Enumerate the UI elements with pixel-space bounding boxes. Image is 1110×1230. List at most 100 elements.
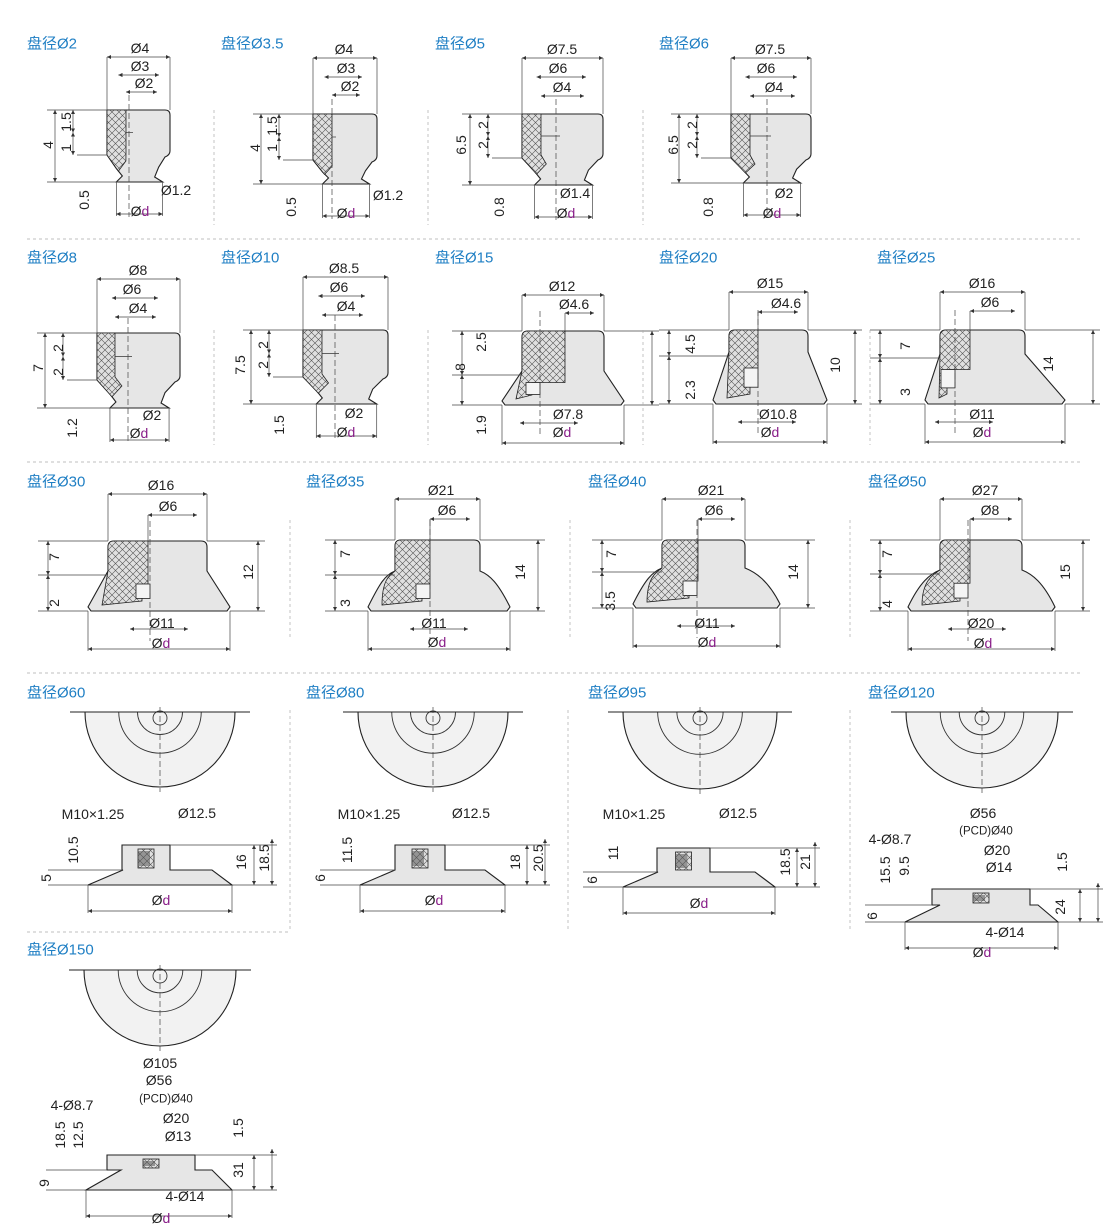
dimension-label: 1 xyxy=(264,144,280,152)
dimension-label: Ø56 xyxy=(969,805,997,821)
dimension-label: 6 xyxy=(864,912,880,920)
top-view-outline xyxy=(622,711,778,790)
cup-diameter-title: 盘径Ø20 xyxy=(659,249,718,267)
dimension-label: 15.5 xyxy=(877,856,893,884)
cup-diameter-title: 盘径Ø25 xyxy=(877,249,936,267)
dimension-label: 4 xyxy=(247,144,263,152)
cup-diameter-title: 盘径Ø40 xyxy=(588,473,647,491)
dimension-label: Ø2 xyxy=(774,185,794,201)
metal-insert xyxy=(412,851,424,866)
rubber-section-hatch xyxy=(521,113,547,175)
dimension-label: Ø12.5 xyxy=(177,805,217,821)
outer-diameter-label: Ød xyxy=(129,425,149,441)
dimension-label: 7 xyxy=(46,553,62,561)
rubber-section-hatch xyxy=(312,113,333,176)
dimension-label: Ø8 xyxy=(128,262,148,278)
dimension-label: 9 xyxy=(36,1179,52,1187)
dimension-label: Ø6 xyxy=(158,498,178,514)
metal-insert xyxy=(675,854,688,868)
dimension-label: Ø3 xyxy=(336,60,356,76)
cup-diameter-title: 盘径Ø50 xyxy=(868,473,927,491)
dimension-label: Ø4.6 xyxy=(558,296,590,312)
dimension-label: Ø20 xyxy=(967,615,995,631)
dimension-label: 31 xyxy=(230,1162,246,1178)
dimension-label: 2 xyxy=(684,141,700,149)
dimension-label: Ø15 xyxy=(756,275,784,291)
dimension-label: 9.5 xyxy=(896,856,912,876)
dimension-label: 2 xyxy=(50,368,66,376)
cup-diameter-title: 盘径Ø60 xyxy=(27,684,86,702)
suction-cup-side-view xyxy=(87,844,234,886)
dimension-label: M10×1.25 xyxy=(337,806,401,822)
dimension-label: Ø14 xyxy=(985,859,1013,875)
dimension-label: 4-Ø14 xyxy=(985,924,1025,940)
dimension-label: Ø6 xyxy=(704,502,724,518)
air-passage xyxy=(953,582,969,599)
dimension-label: 18.5 xyxy=(777,848,793,876)
air-passage xyxy=(743,367,759,388)
dimension-label: Ø4 xyxy=(764,79,784,95)
air-passage xyxy=(940,369,956,389)
dimension-label: Ø2 xyxy=(134,75,154,91)
dimension-label: Ø105 xyxy=(142,1055,178,1071)
dimension-label: 15 xyxy=(1057,564,1073,580)
dimension-label: 14 xyxy=(785,564,801,580)
suction-cup-side-view xyxy=(359,844,507,886)
air-passage xyxy=(135,583,151,599)
outer-diameter-label: Ød xyxy=(556,205,576,221)
outer-diameter-label: Ød xyxy=(552,424,572,440)
dimension-label: Ø13 xyxy=(164,1128,192,1144)
cup-diameter-title: 盘径Ø120 xyxy=(868,684,935,702)
dimension-label: Ø8 xyxy=(980,502,1000,518)
dimension-label: 18 xyxy=(507,854,523,870)
outer-diameter-label: Ød xyxy=(151,1210,171,1226)
dimension-label: Ø7.8 xyxy=(552,406,584,422)
dimension-label: 5 xyxy=(38,874,54,882)
cup-diameter-title: 盘径Ø6 xyxy=(659,35,710,53)
dimension-label: 1.5 xyxy=(230,1118,246,1138)
dimension-label: Ø1.2 xyxy=(160,182,192,198)
outer-diameter-label: Ød xyxy=(427,634,447,650)
dimension-label: 2 xyxy=(46,599,62,607)
dimension-label: 6 xyxy=(584,876,600,884)
dimension-label: 18.5 xyxy=(256,844,272,872)
dimension-label: Ø56 xyxy=(145,1072,173,1088)
cup-diameter-title: 盘径Ø150 xyxy=(27,941,94,959)
outer-diameter-label: Ød xyxy=(130,203,150,219)
dimension-label: 21 xyxy=(797,854,813,870)
top-view-outline xyxy=(84,711,236,788)
dimension-label: Ø1.2 xyxy=(372,187,404,203)
dimension-label: 4 xyxy=(40,141,56,149)
dimension-label: 1.5 xyxy=(58,112,74,132)
dimension-label: 2 xyxy=(255,341,271,349)
dimension-label: 7 xyxy=(897,342,913,350)
cup-diameter-title: 盘径Ø95 xyxy=(588,684,647,702)
dimension-label: Ø16 xyxy=(968,275,996,291)
dimension-label: 7 xyxy=(337,550,353,558)
dimension-label: 16 xyxy=(233,854,249,870)
dimension-label: Ø2 xyxy=(142,407,162,423)
rubber-section-hatch xyxy=(96,332,123,398)
air-passage xyxy=(682,580,698,596)
dimension-label: (PCD)Ø40 xyxy=(139,1093,193,1106)
cup-diameter-title: 盘径Ø2 xyxy=(27,35,78,53)
dimension-label: 4-Ø8.7 xyxy=(50,1097,94,1113)
dimension-label: 1.5 xyxy=(271,415,287,435)
dimension-label: 2 xyxy=(255,361,271,369)
dimension-label: 10 xyxy=(827,357,843,373)
dimension-label: Ø2 xyxy=(340,78,360,94)
dimension-label: 3 xyxy=(337,599,353,607)
dimension-label: 7 xyxy=(603,550,619,558)
dimension-label: Ø27 xyxy=(971,482,999,498)
dimension-label: M10×1.25 xyxy=(61,806,125,822)
dimension-label: Ø7.5 xyxy=(754,41,786,57)
dimension-label: 4 xyxy=(879,600,895,608)
dimension-label: 2 xyxy=(475,121,491,129)
dimension-label: Ø6 xyxy=(980,294,1000,310)
outer-diameter-label: Ød xyxy=(760,424,780,440)
dimension-label: Ø11 xyxy=(149,615,175,631)
dimension-label: Ø11 xyxy=(694,615,720,631)
cup-diameter-title: 盘径Ø35 xyxy=(306,473,365,491)
dimension-label: 3 xyxy=(897,388,913,396)
dimension-label: 18.5 xyxy=(52,1121,68,1149)
